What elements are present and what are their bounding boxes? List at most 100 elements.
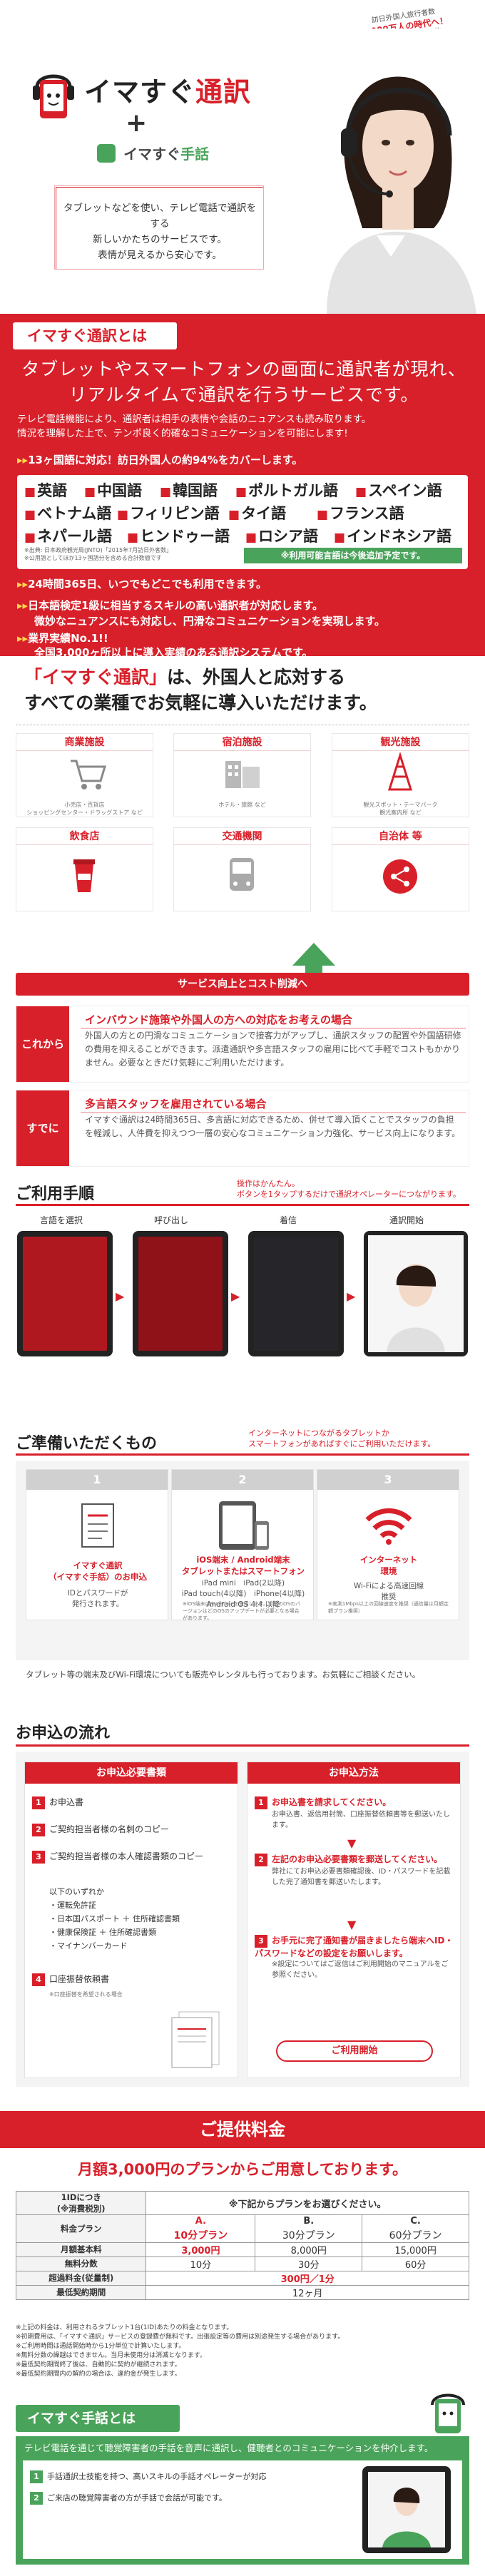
intro-line: 新しいかたちのサービスです。 <box>93 234 227 245</box>
industries-title-red: 「イマすぐ通訳」 <box>24 667 168 688</box>
required-documents-title: お申込必要書類 <box>25 1762 238 1784</box>
table-row-label: 最低契約期間 <box>15 2284 147 2300</box>
step-label: 着信 <box>279 1215 297 1225</box>
plan-name: 10分プラン <box>146 2227 256 2243</box>
prep-card-internet: 3 インターネット環境 Wi-Fiによる高速回線推奨 <box>317 1469 459 1620</box>
plan-letter: C. <box>362 2214 469 2228</box>
table-row: 超過料金(従量制) 300円／1分 <box>15 2270 469 2286</box>
document-icon <box>81 1503 114 1548</box>
industry-caption: 小売店・百貨店 ショッピングセンター・ドラッグストア など <box>26 802 143 816</box>
language-item: ■インドネシア語 <box>334 528 452 545</box>
case-title: インバウンド施策や外国人の方への対応をお考えの場合 <box>85 1013 353 1026</box>
plan-minutes: 30分 <box>255 2256 363 2271</box>
table-header-cell: 1IDにつき (※消費税別) <box>15 2191 147 2215</box>
prep-number: 2 <box>172 1470 313 1490</box>
industry-caption: ホテル・旅館 など <box>218 802 266 808</box>
train-icon <box>230 858 254 891</box>
shopping-cart-icon <box>71 760 107 789</box>
id-document-list: 以下のいずれか・運転免許証・日本国パスポート ＋ 住所確認書類・健康保険証 ＋ … <box>49 1887 180 1951</box>
plan-minutes: 10分 <box>146 2256 256 2271</box>
industry-card-restaurant: 飲食店 <box>16 827 153 911</box>
price-note: ※最低契約期間終了後は、自動的に契約が継続されます。 <box>16 2361 181 2368</box>
prep-card-desc: IDとパスワードが発行されます。 <box>67 1589 128 1608</box>
point-text: 微妙なニュアンスにも対応し、円滑なコミュニケーションを実現します。 <box>34 615 386 628</box>
note-line: ※出典: 日本政府観光局(JNTO)「2015年7月訪日外客数」 <box>24 547 173 553</box>
sign-language-title: イマすぐ手話とは <box>16 2405 180 2432</box>
industry-caption: 観光スポット・テーマパーク 観光案内所 など <box>363 802 438 816</box>
usage-title: ご利用手順 <box>16 1185 95 1203</box>
table-header-cell: ※下記からプランをお選びください。 <box>146 2191 469 2215</box>
plan-fee: 8,000円 <box>255 2242 363 2257</box>
case-future: これから インバウンド施策や外国人の方への対応をお考えの場合 外国人の方との円滑… <box>16 1006 469 1083</box>
imasugu-tsuyaku-logo-icon <box>33 74 74 118</box>
sign-language-mascot-icon <box>431 2393 465 2433</box>
table-row: 無料分数 10分 30分 60分 <box>15 2256 469 2271</box>
service-title-black: イマすぐ <box>84 76 196 108</box>
prep-card-desc: Wi-Fiによる高速回線推奨 <box>353 1582 424 1601</box>
language-addition-tag: ※利用可能言語は今後追加予定です。 <box>244 548 462 563</box>
case-underline <box>81 1112 466 1113</box>
tablet-step-interpreting <box>364 1231 468 1356</box>
industry-name: 観光施設 <box>332 734 469 751</box>
arrow-right-icon: ▶ <box>116 1289 125 1303</box>
case-description: 外国人の方との円滑なコミュニケーションで接客力がアップし、通訳スタッフの配置や外… <box>85 1031 461 1068</box>
industry-card-lodging: 宿泊施設 ホテル・旅館 など <box>173 733 311 817</box>
industry-card-tourism: 観光施設 観光スポット・テーマパーク 観光案内所 など <box>332 733 469 817</box>
intro-box: タブレットなどを使い、テレビ電話で通訳をする 新しいかたちのサービスです。 表情… <box>54 185 264 270</box>
language-item: ■韓国語 <box>160 482 218 499</box>
application-method-title: お申込方法 <box>247 1762 460 1784</box>
coffee-cup-icon <box>73 859 95 892</box>
price-note: ※無料分数の繰越はできません。当月未使用分は消滅となります。 <box>16 2352 207 2359</box>
table-row: 料金プラン A. B. C. <box>15 2214 469 2243</box>
language-list: ■英語 ■中国語 ■韓国語 ■ポルトガル語 ■スペイン語 ■ベトナム語 ■フィリ… <box>17 475 468 569</box>
plan-name: 30分プラン <box>255 2227 363 2243</box>
intro-line: 表情が見えるから安心です。 <box>98 250 222 261</box>
language-item: ■ネパール語 <box>24 528 113 545</box>
arrow-down-icon: ▼ <box>347 1836 357 1850</box>
industries-title: 「イマすぐ通訳」は、外国人と応対する すべての業種でお気軽に導入いただけます。 <box>24 665 466 716</box>
service-title: イマすぐ通訳 <box>84 70 251 109</box>
apply-title: お申込の流れ <box>16 1724 111 1742</box>
table-row: 最低契約期間 12ヶ月 <box>15 2284 469 2300</box>
about-lead: タブレットやスマートフォンの画面に通訳者が現れ、 リアルタイムで通訳を行うサービ… <box>16 357 472 408</box>
case-description: イマすぐ通訳は24時間365日、多言語に対応できるため、併せて導入頂くことでスタ… <box>85 1115 461 1138</box>
language-source-note: ※出典: 日本政府観光局(JNTO)「2015年7月訪日外客数」 ※公用語として… <box>24 546 172 562</box>
step-label: 通訳開始 <box>389 1215 424 1225</box>
price-table: 1IDにつき (※消費税別) ※下記からプランをお選びください。 料金プラン A… <box>15 2191 469 2300</box>
operator-photo <box>298 29 485 314</box>
price-note: ※最低契約期間内の解約の場合は、違約金が発生します。 <box>16 2371 181 2378</box>
prep-internet-small-note: ※実測1Mbps以上の回線速度を推奨（通信量は月額定額プラン推奨） <box>328 1601 449 1614</box>
about-desc-line: 情況を理解した上で、テンポ良く的確なコミュニケーションを可能にします! <box>17 428 348 439</box>
sign-logo-green: 手話 <box>180 145 210 163</box>
about-desc-line: テレビ電話機能により、通訳者は相手の表情や会話のニュアンスも読み取ります。 <box>17 414 372 425</box>
step-label: 呼び出し <box>153 1215 188 1225</box>
point-text: 13ヶ国語に対応！訪日外国人の約94%をカバーします。 <box>28 454 303 466</box>
prep-number: 3 <box>317 1470 459 1490</box>
industry-card-government: 自治体 等 <box>332 827 469 911</box>
point-24h: ▸▸24時間365日、いつでもどこでも利用できます。 <box>17 576 474 592</box>
usage-title-underline <box>16 1204 469 1206</box>
language-item: ■タイ語 <box>228 505 287 522</box>
start-usage-button[interactable]: ご利用開始 <box>276 2040 433 2062</box>
point-quality: ▸▸日本語検定1級に相当するスキルの高い通訳者が対応します。 微妙なニュアンスに… <box>17 598 474 629</box>
arrow-right-icon: ▶ <box>347 1289 356 1303</box>
industry-card-transport: 交通機関 <box>173 827 311 911</box>
tablet-step-incoming <box>248 1231 344 1356</box>
usage-note-line: 操作はかんたん。 <box>237 1179 300 1188</box>
industry-name: 宿泊施設 <box>174 734 310 751</box>
prep-card-title: iOS端末 / Android端末タブレットまたはスマートフォン <box>181 1555 305 1576</box>
prep-note-line: スマートフォンがあればすぐにご利用いただけます。 <box>248 1439 436 1448</box>
industries-title-line2: すべての業種でお気軽に導入いただけます。 <box>24 692 377 713</box>
price-subtitle: 月額3,000円のプランからご用意しております。 <box>77 2161 408 2178</box>
sign-language-lead: テレビ電話を通じて聴覚障害者の手話を音声に通訳し、健聴者とのコミュニケーションを… <box>24 2443 434 2453</box>
industry-name: 商業施設 <box>16 734 153 751</box>
plan-name: 60分プラン <box>362 2227 469 2243</box>
table-row: 1IDにつき (※消費税別) ※下記からプランをお選びください。 <box>15 2191 469 2215</box>
plan-fee: 3,000円 <box>146 2242 256 2257</box>
